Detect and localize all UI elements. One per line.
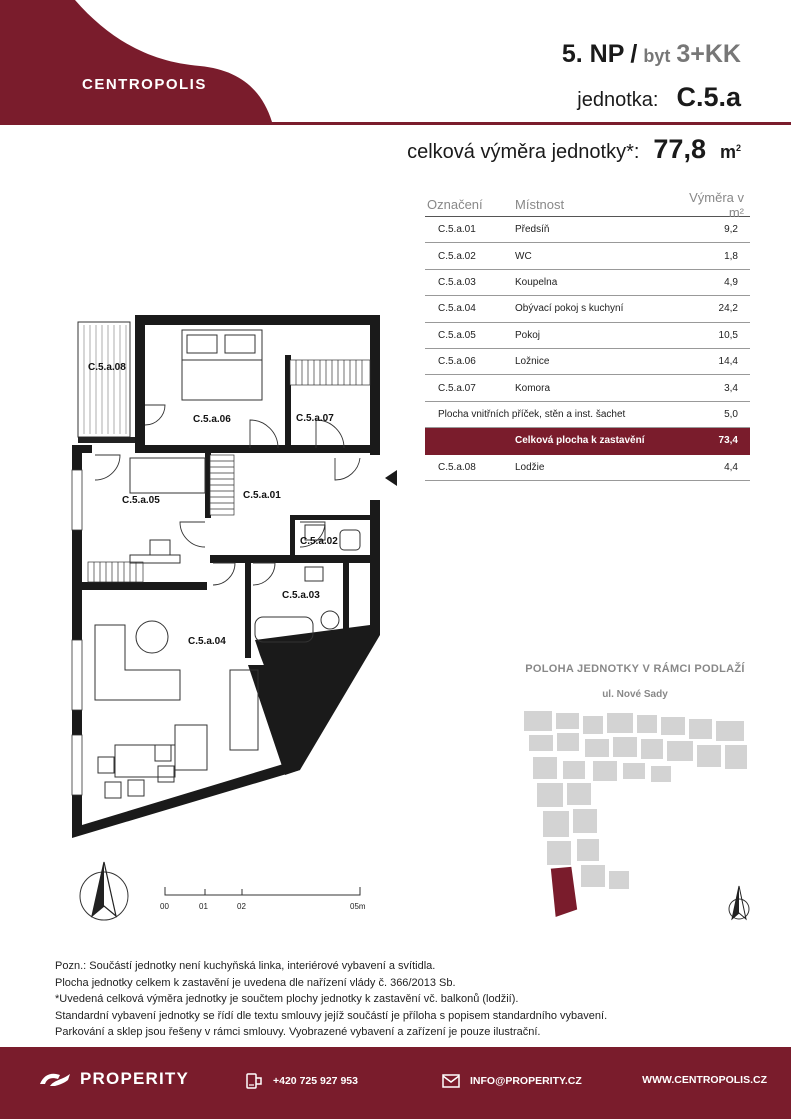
title-slash: /	[630, 40, 638, 68]
partitions-row: Plocha vnitřních příček, stěn a inst. ša…	[425, 402, 750, 429]
entrance-marker	[385, 470, 397, 486]
note-line: Plocha jednotky celkem k zastavění je uv…	[55, 976, 456, 989]
phone-link[interactable]: +420 725 927 953	[245, 1072, 358, 1090]
note-line: Pozn.: Součástí jednotky není kuchyňská …	[55, 960, 436, 972]
properity-logo-text: PROPERITY	[80, 1069, 190, 1088]
room-label: C.5.a.07	[296, 413, 334, 424]
north-arrow-small-icon	[728, 885, 750, 921]
properity-mark-icon	[40, 1073, 70, 1086]
total-area-value: 77,8	[653, 134, 706, 164]
note-line: *Uvedená celková výměra jednotky je souč…	[55, 993, 519, 1006]
location-title: POLOHA JEDNOTKY V RÁMCI PODLAŽÍ	[525, 663, 745, 675]
room-table-header: Označení Místnost Výměra v m²	[425, 189, 750, 220]
total-area-line: celková výměra jednotky*: 77,8 m2	[407, 134, 741, 165]
mail-icon	[442, 1074, 460, 1088]
room-label: C.5.a.06	[193, 414, 231, 425]
brand-logo: CENTROPOLIS	[82, 76, 207, 93]
header-rule	[275, 122, 791, 125]
room-label: C.5.a.03	[282, 590, 320, 601]
phone-number: +420 725 927 953	[273, 1075, 358, 1087]
scale-tick: 05m	[350, 902, 366, 911]
street-name: ul. Nové Sady	[602, 689, 668, 700]
room-label: C.5.a.04	[188, 636, 226, 647]
disposition: 3+KK	[676, 40, 741, 68]
scale-tick: 00	[160, 902, 169, 911]
notes: Pozn.: Součástí jednotky není kuchyňská …	[55, 958, 755, 1041]
total-area-label: celková výměra jednotky*:	[407, 141, 640, 163]
footer: PROPERITY +420 725 927 953 INFO@PROPERIT…	[0, 1047, 791, 1119]
email-address: INFO@PROPERITY.CZ	[470, 1075, 582, 1087]
website-link[interactable]: WWW.CENTROPOLIS.CZ	[642, 1074, 767, 1086]
byt-label: byt	[643, 46, 671, 66]
north-arrow-icon	[79, 861, 129, 921]
total-area-unit: m2	[719, 142, 741, 162]
email-link[interactable]: INFO@PROPERITY.CZ	[442, 1072, 582, 1090]
header-code: Označení	[427, 197, 483, 212]
scale-tick: 01	[199, 902, 208, 911]
floor-number: 5. NP	[561, 40, 625, 68]
floor-plan: C.5.a.08 C.5.a.06 C.5.a.07 C.5.a.05 C.5.…	[71, 315, 397, 838]
room-label: C.5.a.08	[88, 362, 126, 373]
floor-and-disposition: 5. NP / byt 3+KK	[562, 40, 741, 69]
note-line: Standardní vybavení jednotky se řídí dle…	[55, 1009, 608, 1022]
unit-line: jednotka: C.5.a	[577, 82, 741, 113]
location-map	[522, 709, 749, 920]
scale-tick: 02	[237, 902, 246, 911]
header-area: Výměra v m²	[689, 189, 744, 220]
header-room: Místnost	[515, 197, 565, 212]
room-label: C.5.a.05	[122, 495, 160, 506]
unit-code: C.5.a	[676, 82, 741, 112]
room-label: C.5.a.02	[300, 536, 338, 547]
unit-label: jednotka:	[577, 89, 659, 111]
brand-header-shape	[0, 0, 791, 125]
properity-logo[interactable]: PROPERITY	[38, 1069, 189, 1089]
note-line: Parkování a sklep jsou řešeny v rámci sm…	[55, 1026, 541, 1039]
room-label: C.5.a.01	[243, 490, 281, 501]
phone-icon	[246, 1073, 262, 1089]
scale-bar: 00 01 02 05m	[160, 887, 366, 911]
